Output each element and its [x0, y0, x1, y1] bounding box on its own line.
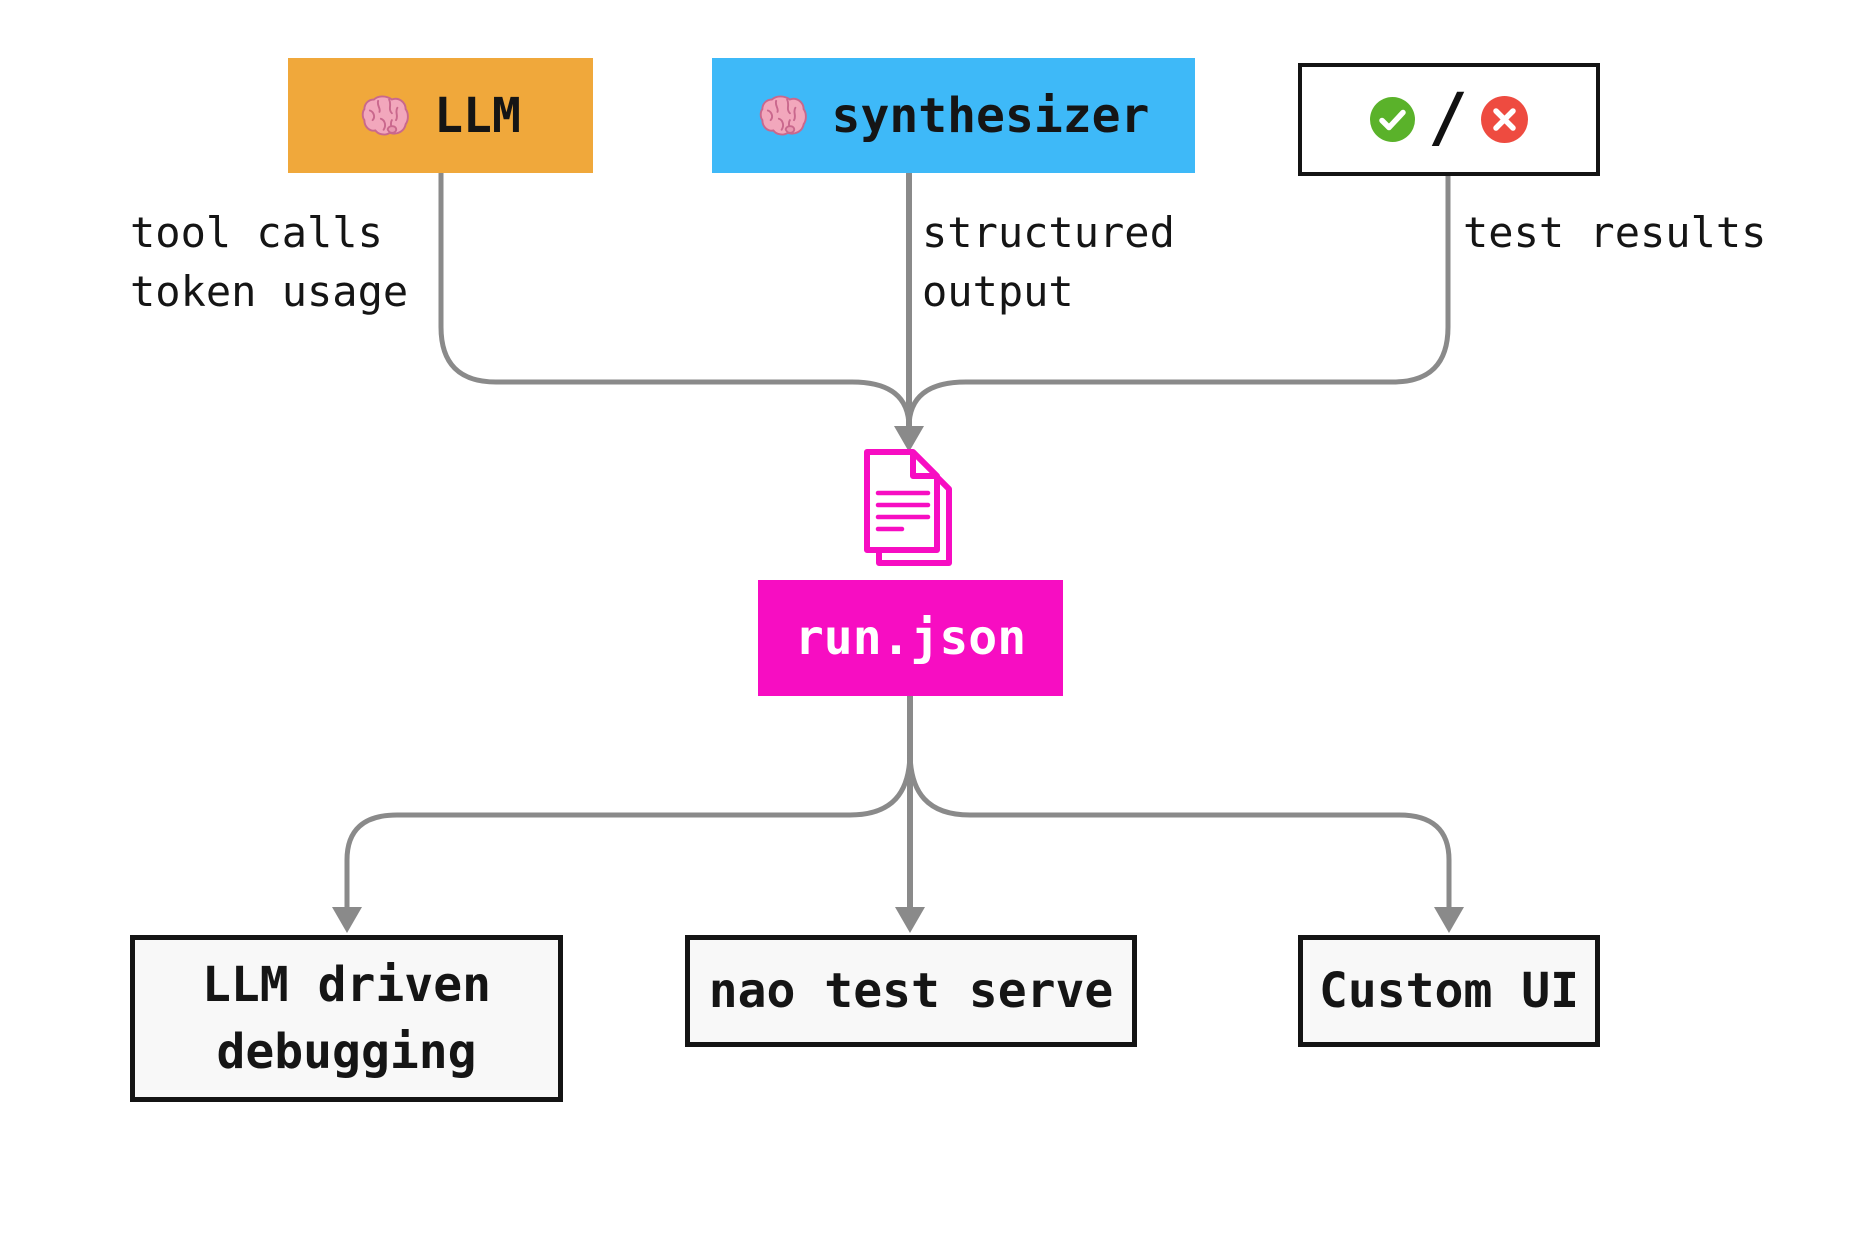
edge-llm-to-runjson [438, 170, 912, 430]
edge-label-synthesizer: structured output [922, 203, 1175, 321]
document-fold-corner [910, 452, 937, 479]
document-text-lines [875, 490, 931, 532]
custom-ui-label: Custom UI [1318, 962, 1580, 1019]
edge-label-results: test results [1463, 203, 1766, 262]
arrowhead-merge [894, 426, 924, 452]
arrowhead-customui [1434, 907, 1464, 933]
edge-label-llm: tool calls token usage [130, 203, 408, 321]
edge-runjson-to-customui [907, 749, 1452, 913]
edge-label-line: structured [922, 208, 1175, 257]
document-front-page [864, 449, 940, 553]
debugging-label-line1: LLM driven [202, 956, 491, 1013]
node-synthesizer: synthesizer [712, 58, 1195, 173]
arrowhead-debugging [332, 907, 362, 933]
nao-test-serve-label: nao test serve [708, 962, 1114, 1019]
arrowhead-nao [895, 907, 925, 933]
edge-results-to-runjson [906, 173, 1451, 430]
brain-icon [360, 94, 410, 138]
synthesizer-label: synthesizer [831, 87, 1150, 144]
llm-label: LLM [434, 87, 521, 144]
node-test-results: / [1298, 63, 1600, 176]
run-json-label: run.json [794, 610, 1027, 666]
check-circle-icon [1369, 96, 1416, 143]
edge-label-line: token usage [130, 267, 409, 316]
edge-label-line: tool calls [130, 208, 383, 257]
cross-circle-icon [1480, 95, 1529, 144]
node-llm: LLM [288, 58, 593, 173]
edge-label-line: test results [1463, 208, 1767, 257]
edge-runjson-to-debugging [344, 749, 913, 913]
node-run-json: run.json [758, 580, 1063, 696]
edge-label-line: output [922, 267, 1074, 316]
node-custom-ui: Custom UI [1298, 935, 1600, 1047]
node-llm-driven-debugging: LLM driven debugging [130, 935, 563, 1102]
debugging-label-line2: debugging [216, 1023, 477, 1080]
slash-separator: / [1428, 78, 1468, 156]
document-icon [864, 449, 952, 566]
node-nao-test-serve: nao test serve [685, 935, 1137, 1047]
brain-icon [758, 94, 808, 138]
